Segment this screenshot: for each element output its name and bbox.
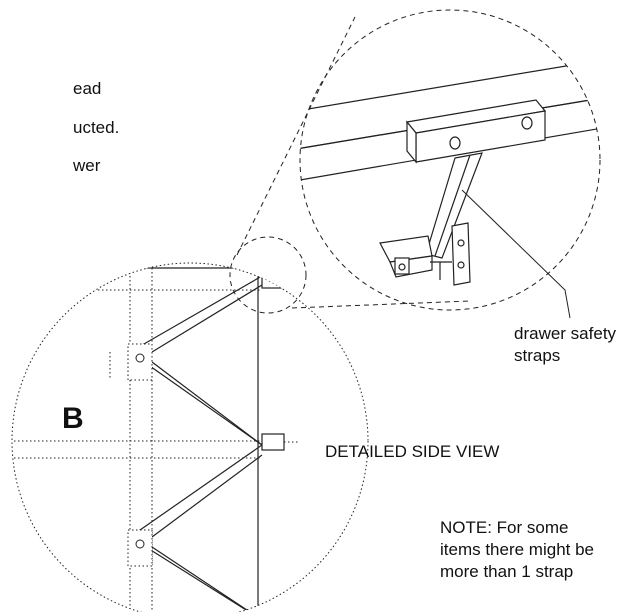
- note-line-2: items there might be: [440, 540, 595, 559]
- callout-leader: [461, 189, 571, 319]
- note-line-3: more than 1 strap: [440, 562, 574, 581]
- callout-label-line1: drawer safety: [514, 324, 617, 343]
- text-fragment-1: ead: [73, 79, 102, 98]
- view-title: DETAILED SIDE VIEW: [325, 442, 500, 461]
- section-label-b: B: [62, 402, 84, 435]
- detail-circle: [11, 262, 369, 612]
- callout-label: drawer safety straps: [514, 323, 616, 367]
- zoom-source-circle: [229, 236, 307, 314]
- block-mid: [261, 433, 285, 451]
- zoom-circle: [299, 9, 601, 311]
- note-line-1: NOTE: For some: [440, 518, 569, 537]
- block-top: [261, 271, 285, 289]
- text-fragment-3: wer: [73, 156, 101, 175]
- bracket-2: [127, 529, 153, 567]
- text-fragment-2: ucted.: [73, 118, 120, 137]
- note-block: NOTE: For some items there might be more…: [440, 517, 594, 583]
- strap: [425, 152, 483, 259]
- callout-label-line2: straps: [514, 346, 561, 365]
